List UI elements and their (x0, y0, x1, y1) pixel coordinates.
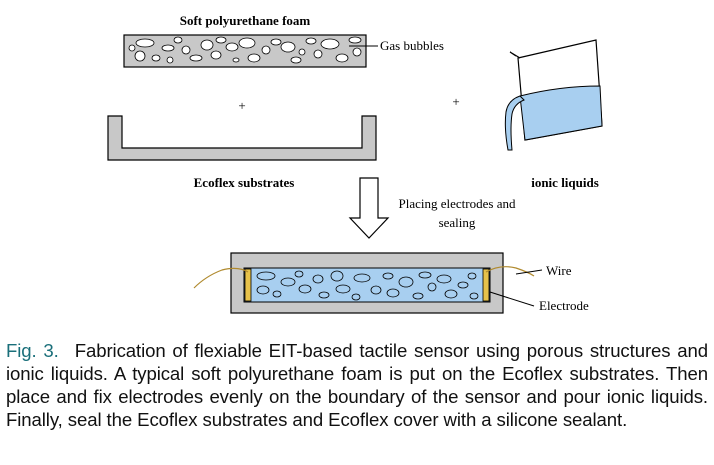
caption-text: Fabrication of flexiable EIT-based tacti… (6, 340, 709, 430)
gas-bubble (290, 56, 302, 64)
gas-bubble (427, 282, 437, 292)
gas-bubble (173, 36, 183, 44)
step-label-line2: sealing (439, 215, 476, 230)
gas-bubble (256, 271, 276, 281)
process-arrow-icon (348, 177, 390, 239)
step-label-line1: Placing electrodes and (399, 196, 516, 211)
gas-bubble (280, 41, 296, 53)
gas-bubble (313, 49, 323, 59)
gas-bubble (161, 44, 175, 52)
gas-bubble (469, 292, 479, 300)
gas-bubble (386, 288, 400, 298)
sealed-sensor (230, 252, 504, 314)
gas-bubble (270, 38, 282, 46)
gas-bubble (151, 54, 161, 62)
ecoflex-substrate (107, 115, 377, 161)
gas-bubble (353, 273, 371, 283)
gas-bubble (256, 285, 270, 295)
sensor-gas-bubbles (256, 270, 479, 301)
gas-bubble (215, 36, 227, 44)
gas-bubble (305, 37, 317, 45)
gas-bubble (351, 293, 361, 301)
gas-bubble (418, 271, 432, 279)
gas-bubble (318, 291, 330, 299)
plus-sign-right: + (452, 94, 459, 109)
wire-leader-line (515, 269, 543, 275)
ecoflex-substrate-label: Ecoflex substrates (194, 175, 295, 190)
gas-bubble (436, 274, 452, 284)
gas-bubble (298, 48, 306, 56)
gas-bubble (225, 42, 239, 52)
figure-caption: Fig. 3.Fabrication of flexiable EIT-base… (6, 339, 708, 431)
gas-bubble (398, 276, 414, 288)
foam-gas-bubbles (128, 36, 362, 64)
foam-block (123, 34, 367, 68)
electrode-label: Electrode (539, 298, 589, 313)
gas-bubble (210, 50, 222, 60)
gas-bubble (348, 36, 362, 44)
gas-bubble (298, 284, 312, 294)
gas-bubble (128, 44, 136, 52)
electrode-left (244, 268, 252, 302)
gas-bubble (134, 50, 146, 62)
gas-bubble (261, 45, 271, 55)
gas-bubble (335, 53, 349, 63)
gas-bubble (189, 54, 203, 62)
ionic-liquids-label: ionic liquids (531, 175, 599, 190)
foam-label: Soft polyurethane foam (180, 13, 311, 28)
gas-bubble (312, 274, 324, 284)
gas-bubble (412, 292, 424, 300)
gas-bubble (335, 284, 351, 294)
electrode-right (482, 268, 490, 302)
gas-bubble (352, 47, 362, 57)
gas-bubble (280, 277, 296, 287)
wire-label: Wire (546, 263, 572, 278)
fabrication-diagram: Soft polyurethane foam Gas bubbles + + E… (107, 13, 603, 314)
gas-bubble (247, 53, 261, 63)
electrode-leader-line (489, 291, 535, 307)
gas-bubble (467, 272, 477, 280)
gas-bubbles-label: Gas bubbles (380, 38, 444, 53)
gas-bubble (166, 56, 174, 64)
gas-bubble (238, 37, 256, 49)
gas-bubble (444, 289, 458, 299)
gas-bubble (330, 270, 344, 282)
caption-label: Fig. 3. (6, 340, 59, 361)
gas-bubble (320, 38, 340, 50)
wire-right (485, 266, 535, 277)
gas-bubble (294, 270, 304, 278)
gas-bubble (272, 290, 282, 298)
gas-bubble (370, 285, 382, 295)
gas-bubble (200, 39, 214, 51)
plus-sign-left: + (238, 98, 245, 113)
gas-bubble (181, 45, 191, 55)
gas-bubble (135, 38, 155, 48)
gas-bubble (232, 57, 240, 63)
wire-left (193, 267, 249, 289)
gas-bubble (457, 281, 469, 289)
gas-bubble (382, 272, 394, 280)
beaker-icon (504, 39, 603, 151)
